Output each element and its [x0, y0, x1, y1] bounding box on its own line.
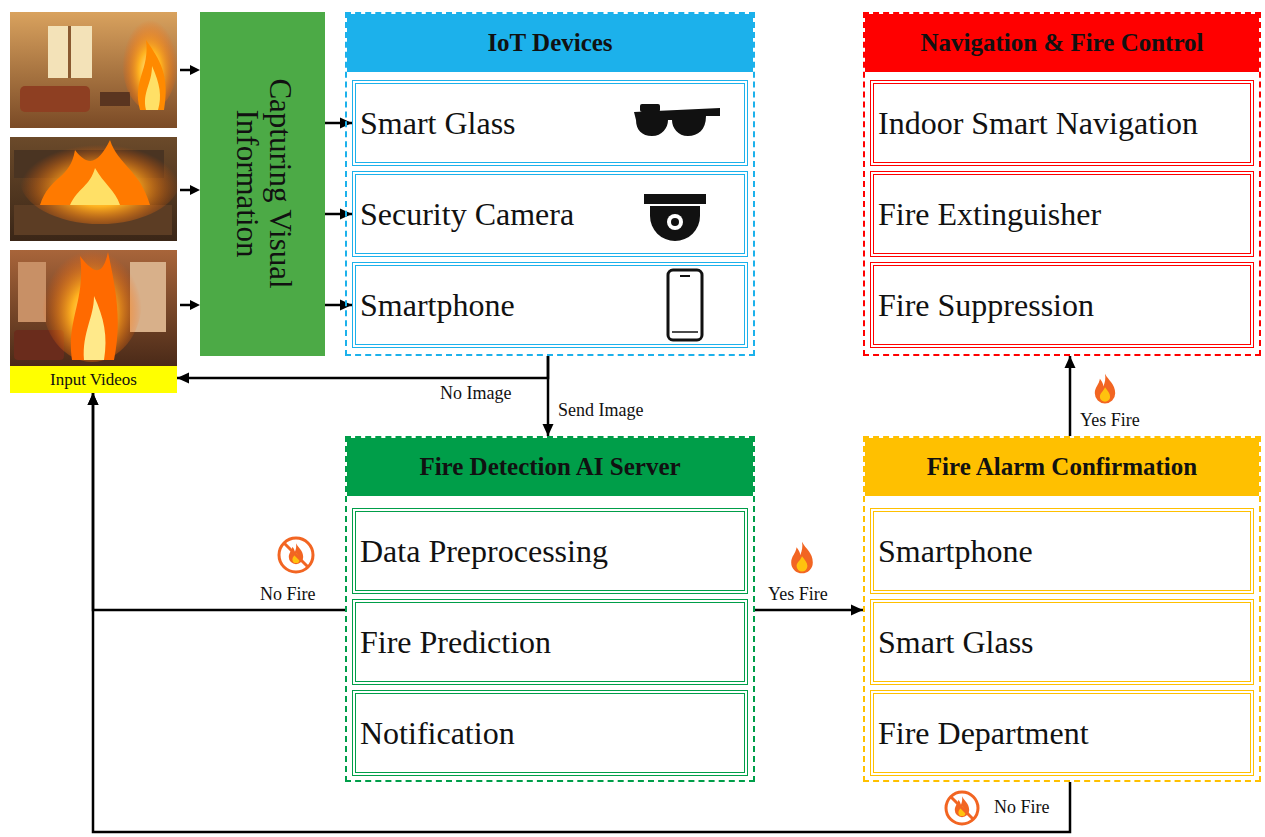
process-label: Smartphone: [878, 533, 1033, 570]
flow-arrow: [543, 356, 554, 436]
edge-label: No Fire: [992, 797, 1052, 818]
flow-line: [93, 393, 345, 610]
process-box: Indoor Smart Navigation: [870, 80, 1254, 166]
flow-arrow: [88, 393, 346, 610]
group-heading: Navigation & Fire Control: [865, 14, 1259, 72]
fire-icon: [791, 542, 813, 574]
group-box: IoT DevicesSmart GlassSecurity CameraSma…: [345, 12, 755, 356]
process-box: Smartphone: [352, 262, 748, 348]
process-label: Smartphone: [360, 287, 515, 324]
process-label: Indoor Smart Navigation: [878, 105, 1198, 142]
group-heading: Fire Alarm Confirmation: [865, 438, 1259, 496]
smartphone-icon: [668, 270, 702, 340]
flow-line: [177, 356, 548, 378]
flow-arrow: [325, 209, 352, 220]
process-label: Notification: [360, 715, 515, 752]
no-fire-icon: [279, 538, 313, 572]
process-box: Data Preprocessing: [352, 508, 748, 594]
edge-label: No Image: [438, 383, 513, 404]
stage-box: Capturing Visual Information: [200, 12, 325, 356]
input-arrow: [180, 65, 200, 310]
flow-arrow: [325, 300, 352, 311]
flow-arrow: [755, 605, 863, 616]
process-box: Fire Extinguisher: [870, 171, 1254, 257]
process-box: Smart Glass: [870, 599, 1254, 685]
flow-arrow: [177, 356, 548, 384]
group-heading: Fire Detection AI Server: [347, 438, 753, 496]
arrow-head: [177, 373, 189, 384]
group-box: Fire Detection AI ServerData Preprocessi…: [345, 436, 755, 782]
process-box: Fire Prediction: [352, 599, 748, 685]
process-box: Smart Glass: [352, 80, 748, 166]
arrow-head: [851, 605, 863, 616]
group-box: Fire Alarm ConfirmationSmartphoneSmart G…: [863, 436, 1261, 782]
process-label: Data Preprocessing: [360, 533, 608, 570]
no-fire-icon: [946, 792, 978, 824]
process-box: Smartphone: [870, 508, 1254, 594]
smart-glass-icon: [634, 104, 720, 136]
flow-arrow: [325, 118, 352, 129]
arrow-head: [543, 424, 554, 436]
fire-photo: [10, 10, 178, 128]
fire-photo: [10, 136, 180, 241]
process-label: Fire Department: [878, 715, 1089, 752]
group-box: Navigation & Fire ControlIndoor Smart Na…: [863, 12, 1261, 356]
process-box: Notification: [352, 690, 748, 776]
caption-tag: Input Videos: [10, 366, 177, 393]
caption-label: Input Videos: [50, 370, 137, 390]
process-box: Security Camera: [352, 171, 748, 257]
process-label: Smart Glass: [360, 105, 516, 142]
process-label: Fire Suppression: [878, 287, 1094, 324]
process-label: Security Camera: [360, 196, 574, 233]
security-camera-icon: [644, 194, 706, 241]
process-box: Fire Suppression: [870, 262, 1254, 348]
fire-icon: [1095, 374, 1115, 404]
process-label: Fire Prediction: [360, 624, 551, 661]
process-box: Fire Department: [870, 690, 1254, 776]
flow-arrow: [1065, 356, 1076, 436]
arrow-head: [88, 393, 99, 405]
process-label: Fire Extinguisher: [878, 196, 1101, 233]
process-label: Smart Glass: [878, 624, 1034, 661]
edge-label: Send Image: [556, 400, 645, 421]
fire-photo: [10, 238, 177, 366]
arrow-head: [88, 393, 99, 405]
arrow-head: [1065, 356, 1076, 368]
stage-label: Capturing Visual Information: [230, 24, 295, 344]
group-heading: IoT Devices: [347, 14, 753, 72]
edge-label: Yes Fire: [766, 584, 830, 605]
edge-label: Yes Fire: [1078, 410, 1142, 431]
flow-line: [755, 609, 863, 612]
edge-label: No Fire: [258, 584, 318, 605]
